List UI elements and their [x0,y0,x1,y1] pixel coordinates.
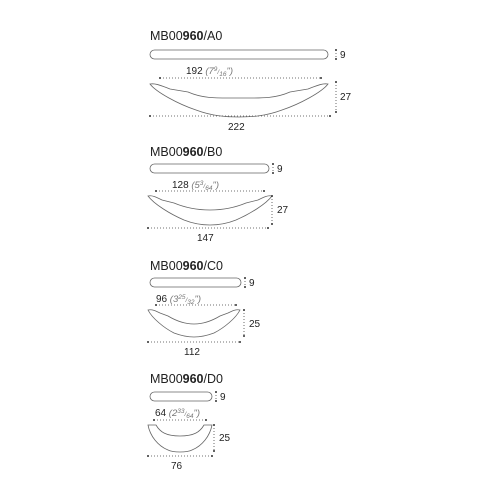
handle-top-view [149,49,329,60]
handle-side-view [147,424,213,453]
product-block-c0: MB00960/C0 9 96 (325/32") 25 112 [147,259,261,358]
handle-top-view [149,391,213,402]
handle-top-view [149,277,242,288]
handle-top-view [149,163,270,174]
product-block-d0: MB00960/D0 9 64 (233/64") 25 76 [147,372,231,472]
thickness-value: 9 [220,392,226,403]
height-value: 25 [219,433,231,444]
product-code: MB00960/B0 [150,145,222,159]
thickness-value: 9 [249,278,255,289]
product-code: MB00960/C0 [150,259,223,273]
handle-side-view [147,309,241,338]
product-code: MB00960/A0 [150,29,222,43]
handle-side-view [149,83,329,118]
thickness-value: 9 [277,164,283,175]
length-value: 147 [197,233,214,244]
product-block-a0: MB00960/A0 9 192 (79/16") 27 222 [149,29,352,133]
spacing-label: 192 (79/16") [186,66,233,78]
product-block-b0: MB00960/B0 9 128 (53/64") 27 147 [147,145,289,244]
handle-side-view [147,195,273,226]
spacing-label: 96 (325/32") [156,294,201,306]
height-value: 27 [277,205,289,216]
length-value: 76 [171,461,183,472]
spacing-label: 128 (53/64") [172,180,219,192]
length-value: 222 [228,122,245,133]
height-value: 27 [340,92,352,103]
thickness-value: 9 [340,50,346,61]
length-value: 112 [184,347,200,358]
product-code: MB00960/D0 [150,372,223,386]
spacing-label: 64 (233/64") [155,408,200,420]
height-value: 25 [249,319,261,330]
